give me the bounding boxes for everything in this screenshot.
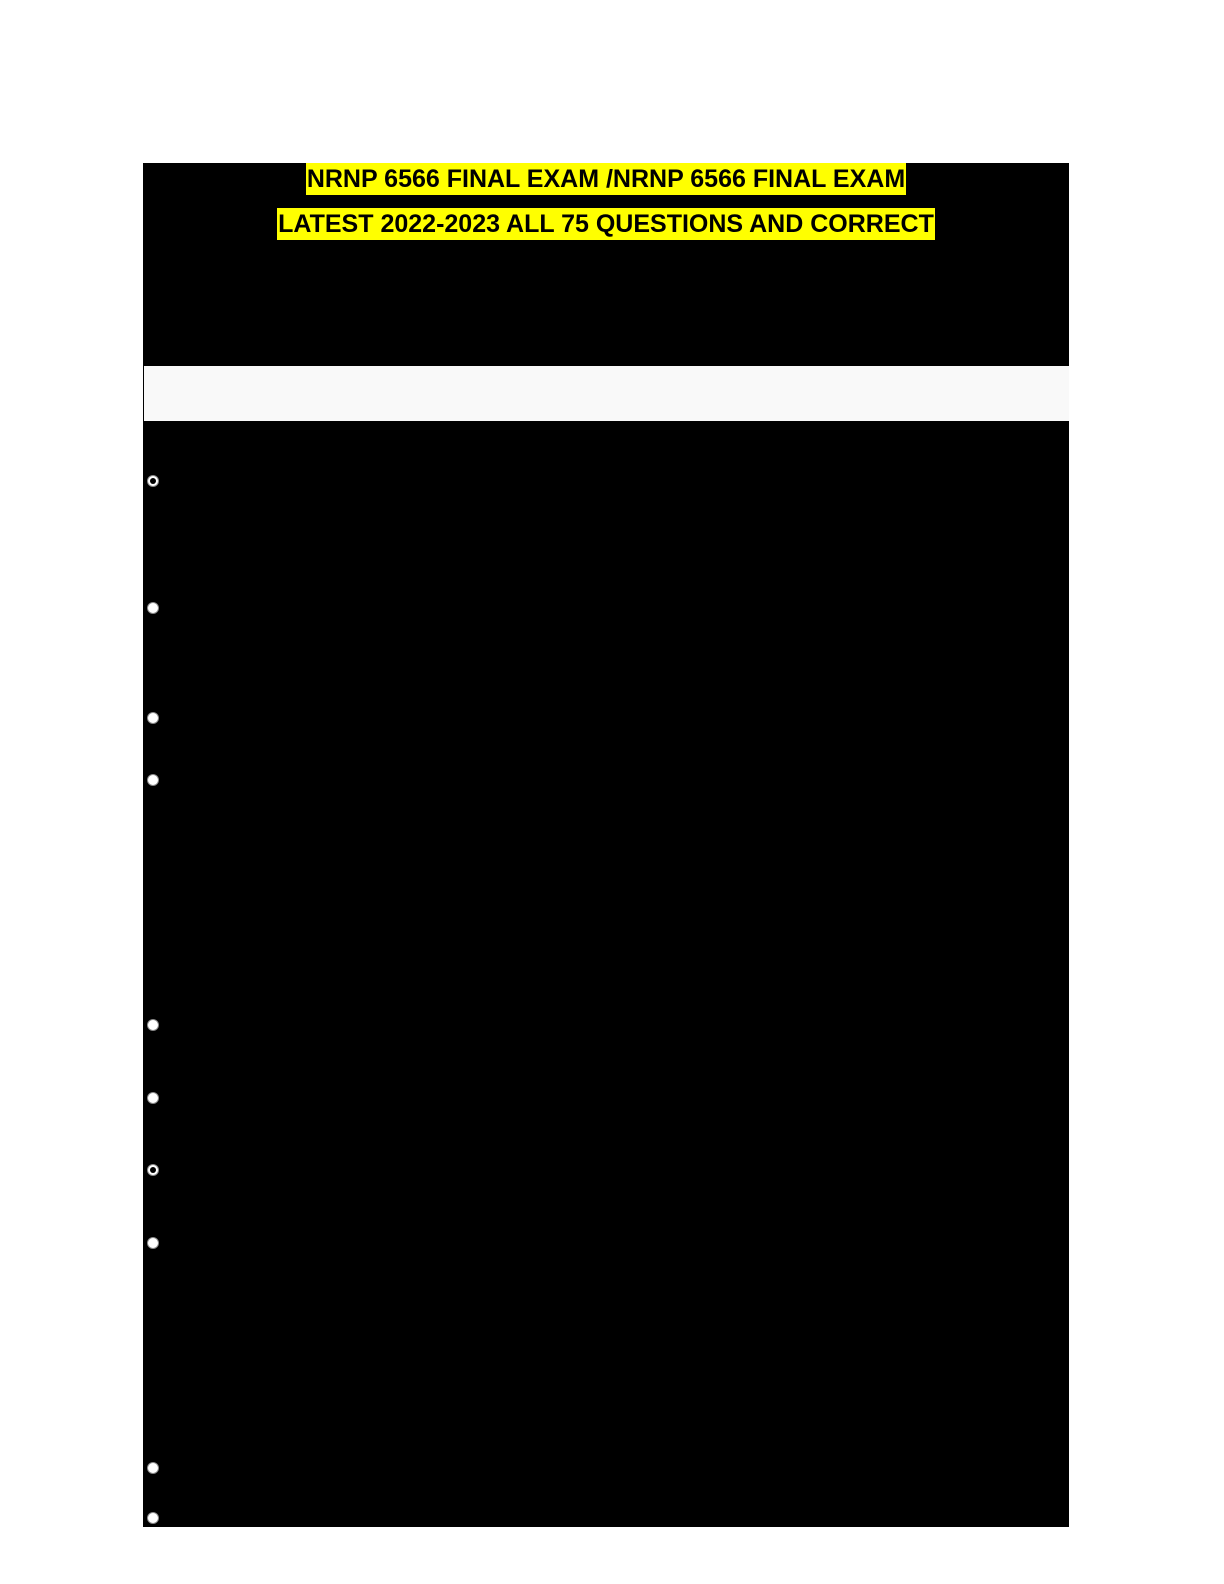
answer-radio-7[interactable] — [147, 1164, 159, 1176]
answer-radio-5[interactable] — [147, 1019, 159, 1031]
title-highlight-1: NRNP 6566 FINAL EXAM /NRNP 6566 FINAL EX… — [305, 163, 907, 195]
answer-radio-1[interactable] — [147, 475, 159, 487]
answer-radio-9[interactable] — [147, 1462, 159, 1474]
answer-radio-10[interactable] — [147, 1512, 159, 1524]
answer-radio-6[interactable] — [147, 1092, 159, 1104]
title-line-2: LATEST 2022-2023 ALL 75 QUESTIONS AND CO… — [143, 208, 1069, 240]
answer-radio-4[interactable] — [147, 774, 159, 786]
answer-radio-3[interactable] — [147, 712, 159, 724]
answer-radio-8[interactable] — [147, 1237, 159, 1249]
answer-radio-2[interactable] — [147, 602, 159, 614]
redacted-banner — [144, 366, 1069, 421]
document-page: NRNP 6566 FINAL EXAM /NRNP 6566 FINAL EX… — [143, 163, 1069, 1527]
title-line-1: NRNP 6566 FINAL EXAM /NRNP 6566 FINAL EX… — [143, 163, 1069, 195]
title-highlight-2: LATEST 2022-2023 ALL 75 QUESTIONS AND CO… — [277, 208, 935, 240]
